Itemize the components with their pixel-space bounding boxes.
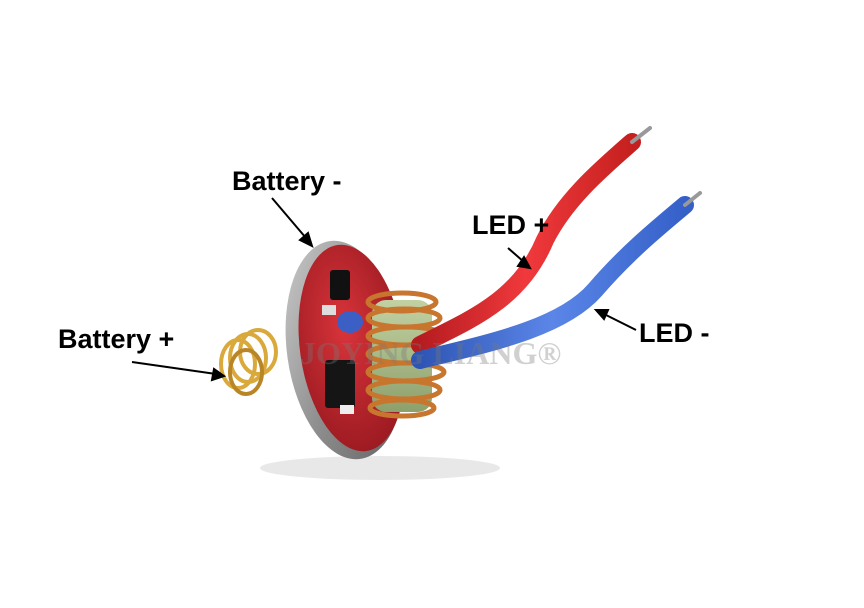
shadow (260, 456, 500, 480)
chip-main (325, 360, 355, 408)
watermark: JOYING LIANG® (300, 335, 562, 371)
red-wire (411, 133, 641, 354)
battery-negative-label: Battery - (232, 166, 342, 196)
spring-contact (219, 328, 278, 396)
smd-cap (340, 405, 354, 414)
led-positive-label: LED + (472, 210, 550, 240)
blue-capacitor (337, 311, 363, 333)
led-negative-label: LED - (639, 318, 710, 348)
chip-top (330, 270, 350, 300)
blue-wire (411, 196, 694, 369)
blue-wire-tip (683, 191, 702, 207)
red-wire-tip (630, 126, 652, 144)
smd-resistor (322, 305, 336, 315)
battery-positive-label: Battery + (58, 324, 175, 354)
annotation-arrows (131, 197, 637, 382)
